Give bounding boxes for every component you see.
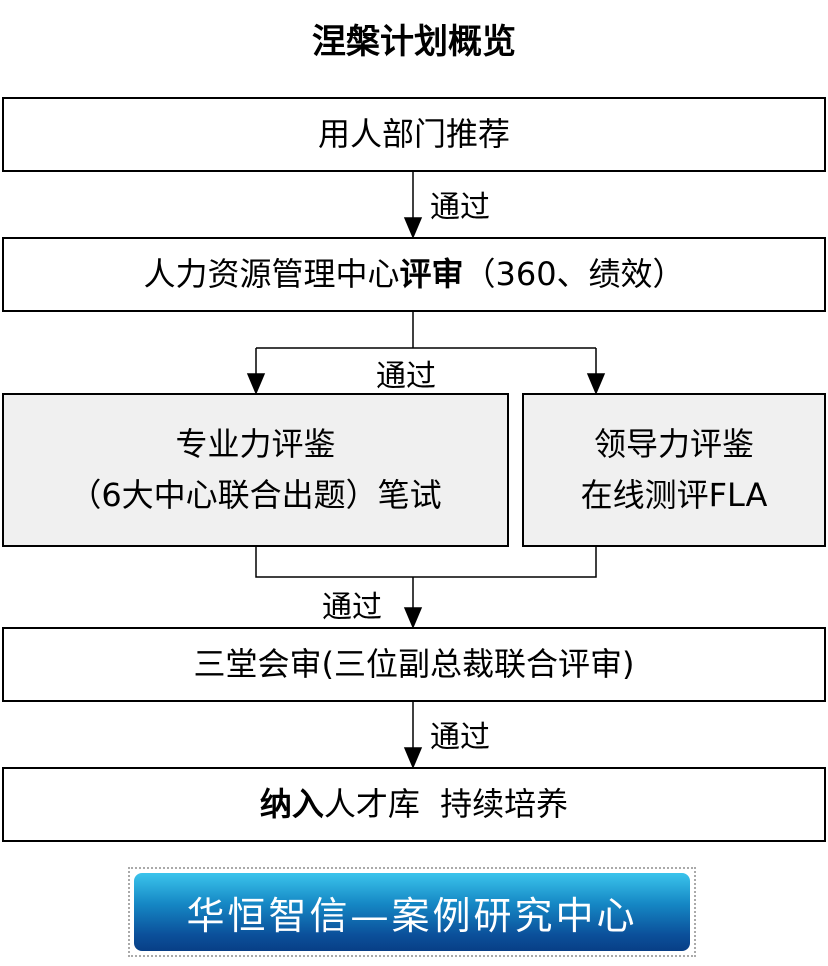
step-label: 用人部门推荐	[317, 114, 510, 153]
step-talent-pool: 纳入人才库 持续培养	[2, 767, 826, 842]
step-label-detail: 在线测评FLA	[580, 476, 768, 514]
pass-label: 通过	[322, 590, 382, 625]
pass-label: 通过	[430, 190, 490, 225]
arrowhead-right	[586, 373, 606, 395]
step-label-suffix: （360、绩效）	[463, 254, 685, 293]
arrowhead-3	[403, 607, 423, 629]
step-label: 三堂会审(三位副总裁联合评审)	[193, 644, 635, 683]
step-label: 人才库 持续培养	[323, 784, 569, 823]
connector-split	[255, 312, 597, 374]
step-hr-review: 人力资源管理中心评审（360、绩效）	[2, 237, 826, 312]
pass-label: 通过	[376, 359, 436, 394]
step-label: 专业力评鉴	[175, 424, 336, 463]
arrowhead-left	[246, 373, 266, 395]
brand-banner: 华恒智信—案例研究中心	[128, 867, 696, 957]
arrowhead-4	[403, 747, 423, 769]
pass-label: 通过	[430, 720, 490, 755]
connector-merge	[255, 546, 597, 608]
step-joint-review: 三堂会审(三位副总裁联合评审)	[2, 627, 826, 702]
step-label-detail: （6大中心联合出题）笔试	[69, 476, 442, 514]
step-label-bold: 评审	[399, 254, 464, 293]
step-recommend: 用人部门推荐	[2, 97, 826, 172]
step-label: 人力资源管理中心	[143, 254, 400, 293]
page-title: 涅槃计划概览	[312, 22, 516, 62]
arrowhead-1	[403, 217, 423, 239]
step-leadership-assessment: 领导力评鉴 在线测评FLA	[522, 393, 826, 547]
step-label: 领导力评鉴	[593, 424, 754, 463]
step-professional-assessment: 专业力评鉴 （6大中心联合出题）笔试	[2, 393, 509, 547]
banner-text: 华恒智信—案例研究中心	[134, 873, 690, 951]
step-label-bold: 纳入	[259, 784, 324, 823]
